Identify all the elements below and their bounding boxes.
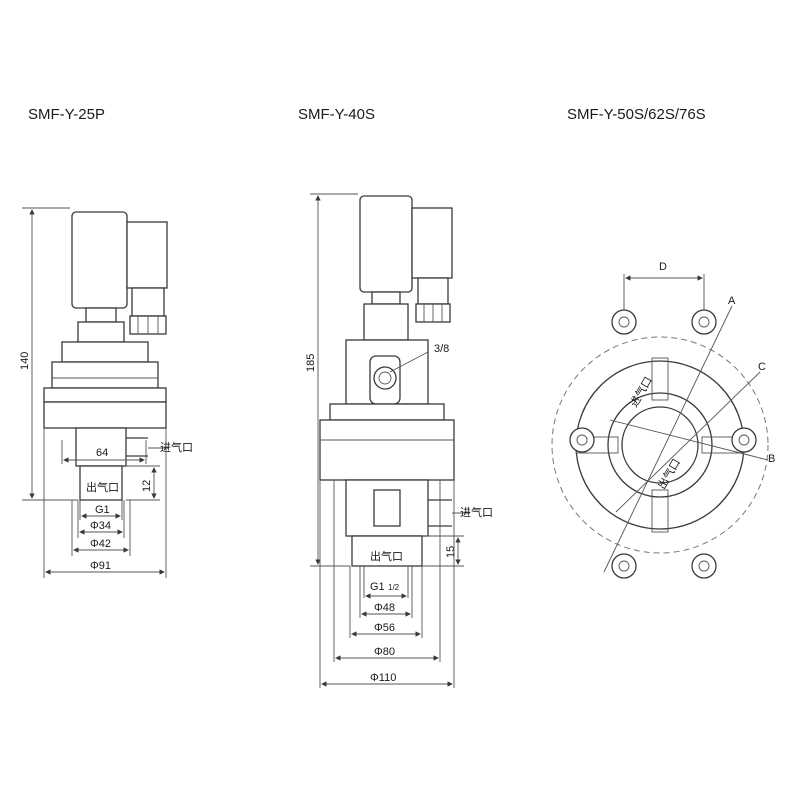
bolt-circle — [551, 336, 769, 554]
body-top — [61, 341, 149, 363]
dim-a-label: A — [728, 295, 736, 307]
stem-nut — [77, 321, 125, 343]
lug-top-right — [691, 309, 717, 335]
height-140-label: 140 — [19, 352, 31, 370]
connector-box — [411, 207, 453, 279]
valve-plan-drawing: D A C B 进气口 出气口 — [551, 261, 775, 579]
flange — [329, 403, 445, 421]
port-3-8 — [373, 366, 397, 390]
lower-body — [319, 419, 455, 481]
inlet-label-plan: 进气口 — [626, 374, 655, 410]
coil-body — [359, 195, 413, 293]
lug-bottom-left — [611, 553, 637, 579]
dia-110-label: Φ110 — [370, 672, 396, 684]
outlet-label-40s: 出气口 — [370, 549, 403, 563]
inner-ring — [607, 392, 713, 498]
inlet-label-40s: 进气口 — [460, 505, 493, 519]
valve-25p-drawing: 140 64 进气口 出气口 12 G1 Φ34 Φ42 Φ91 — [19, 207, 193, 578]
dim-b-label: B — [768, 453, 775, 465]
dia-48-label: Φ48 — [374, 602, 395, 614]
title-smf-y-40s: SMF-Y-40S — [298, 106, 375, 123]
dia-42-label: Φ42 — [90, 538, 111, 550]
outlet-inner — [373, 489, 401, 527]
body-mid — [51, 361, 159, 389]
rib-bottom — [651, 489, 669, 533]
thread-g1-label: G1 — [370, 581, 385, 593]
lug-right — [731, 427, 757, 453]
connector-neck — [131, 287, 165, 317]
title-smf-y-50s: SMF-Y-50S/62S/76S — [567, 106, 706, 123]
outlet-thread — [79, 465, 123, 501]
outlet-label-plan: 出气口 — [654, 456, 683, 492]
center-bore — [621, 406, 699, 484]
outlet-15-label: 15 — [445, 546, 457, 558]
stem-upper — [85, 307, 117, 323]
height-185-label: 185 — [305, 354, 317, 372]
connector-neck — [417, 277, 449, 305]
port-3-8-label: 3/8 — [434, 343, 449, 355]
thread-g1-label: G1 — [95, 504, 110, 516]
lug-bottom-right — [691, 553, 717, 579]
dim-d-label: D — [659, 261, 667, 273]
outlet-thread — [351, 535, 423, 567]
dia-56-label: Φ56 — [374, 622, 395, 634]
dia-80-label: Φ80 — [374, 646, 395, 658]
lug-top-left — [611, 309, 637, 335]
spacing-64-label: 64 — [96, 447, 108, 459]
title-smf-y-25p: SMF-Y-25P — [28, 106, 105, 123]
thread-sub-label: 1/2 — [388, 583, 400, 592]
lower-body — [43, 401, 167, 429]
connector-box — [126, 221, 168, 289]
valve-40s-drawing: 3/8 185 进气口 出气口 15 G1 1/2 Φ — [305, 193, 493, 688]
stem-nut — [363, 303, 409, 341]
outlet-12-label: 12 — [141, 480, 153, 492]
dim-c-label: C — [758, 361, 766, 373]
flange — [43, 387, 167, 403]
outer-body — [575, 360, 745, 530]
inlet-label-25p: 进气口 — [160, 440, 193, 454]
rib-top — [651, 357, 669, 401]
stem-upper — [371, 291, 401, 305]
dia-91-label: Φ91 — [90, 560, 111, 572]
lug-left — [569, 427, 595, 453]
outlet-label-25p: 出气口 — [86, 480, 119, 494]
coil-body — [71, 211, 128, 309]
dia-34-label: Φ34 — [90, 520, 111, 532]
